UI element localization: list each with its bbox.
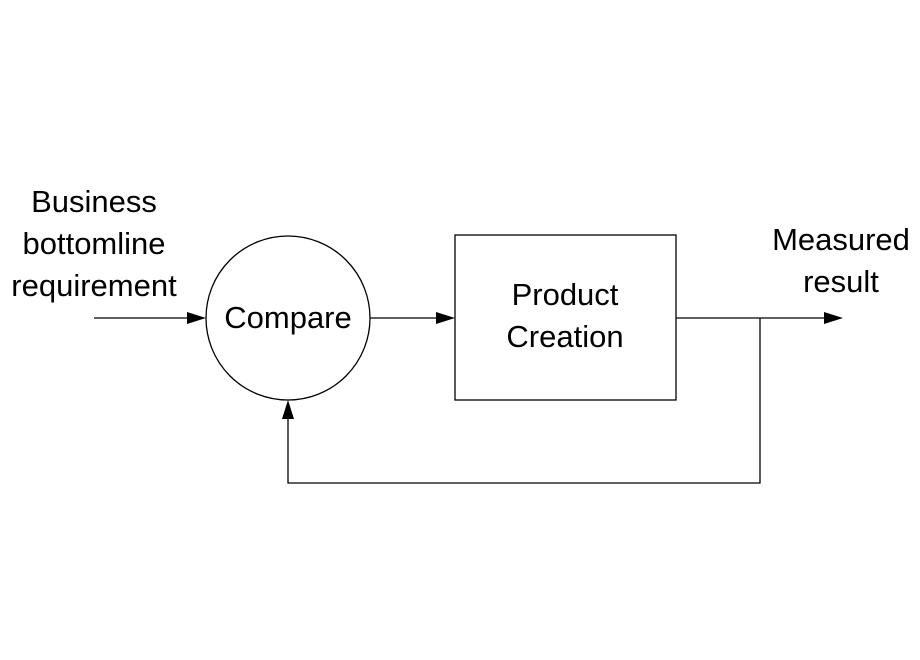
compare-label: Compare: [224, 300, 352, 335]
input-label-line-3: requirement: [11, 268, 177, 303]
output-label-line-2: result: [803, 264, 879, 299]
process-label-line-1: Product: [512, 277, 619, 312]
process-label-line-2: Creation: [506, 319, 623, 354]
input-label-line-2: bottomline: [22, 226, 165, 261]
compare-node: Compare: [205, 235, 371, 401]
feedback-path: [282, 318, 761, 484]
input-label-line-1: Business: [31, 184, 157, 219]
product-creation-block: Product Creation: [454, 234, 677, 401]
compare-to-process-arrow: [370, 312, 455, 324]
input-arrow: [94, 312, 206, 324]
output-label-line-1: Measured: [772, 222, 910, 257]
output-arrow: [676, 312, 843, 324]
